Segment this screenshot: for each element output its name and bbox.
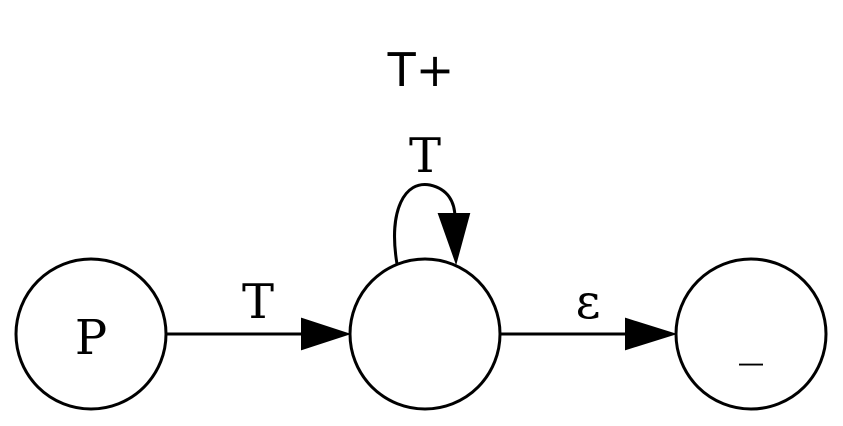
arrowhead (437, 213, 471, 266)
node-end: _ (674, 257, 828, 411)
node-start: P (14, 257, 168, 411)
edge-middle-to-end: ε (500, 274, 678, 351)
arrowhead (301, 317, 352, 351)
edge-start-to-middle: T (166, 274, 352, 351)
diagram-title: T+ (387, 43, 455, 97)
node-label: _ (739, 310, 763, 366)
arrowhead (625, 317, 678, 351)
edge-label: T (242, 274, 274, 330)
edge-label: T (409, 128, 441, 184)
node-middle (348, 257, 502, 411)
node-label: P (75, 310, 107, 366)
edge-self-loop: T (393, 128, 471, 266)
edge-label: ε (576, 274, 601, 330)
